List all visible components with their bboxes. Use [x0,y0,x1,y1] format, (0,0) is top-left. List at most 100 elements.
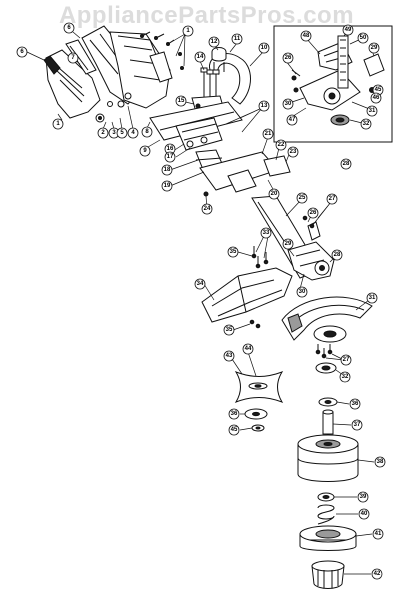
blade-guard [281,296,373,359]
svg-text:3: 3 [112,130,116,136]
svg-text:20: 20 [271,191,278,197]
svg-text:40: 40 [361,511,368,517]
svg-text:26: 26 [310,210,317,216]
svg-text:30: 30 [285,101,292,107]
svg-text:38: 38 [377,459,384,465]
svg-text:10: 10 [261,45,268,51]
washer-39 [317,492,335,502]
svg-text:45: 45 [375,87,382,93]
svg-text:42: 42 [374,571,381,577]
svg-text:1: 1 [186,28,190,34]
svg-text:30: 30 [299,289,306,295]
callout-27a: 27 [326,193,338,205]
svg-text:23: 23 [290,149,297,155]
cutting-blade [234,371,284,403]
callout-34: 34 [194,278,206,290]
callout-38: 38 [374,456,386,468]
svg-text:2: 2 [101,130,105,136]
svg-text:48: 48 [303,33,310,39]
callout-30b: 30 [282,98,294,110]
callout-6a: 6 [16,46,28,58]
svg-text:43: 43 [226,353,233,359]
callout-37: 37 [351,419,363,431]
svg-text:27: 27 [329,196,336,202]
svg-text:36: 36 [231,411,238,417]
callout-47: 47 [286,114,298,126]
svg-text:44: 44 [245,346,252,352]
svg-text:14: 14 [197,54,204,60]
callout-50: 50 [357,32,369,44]
callout-41: 41 [372,528,384,540]
svg-text:22: 22 [278,142,285,148]
callout-1a: 1 [52,118,64,130]
callout-20: 20 [268,188,280,200]
svg-text:36: 36 [352,401,359,407]
callout-16: 16 [164,143,176,155]
callout-7: 7 [67,52,79,64]
svg-text:28: 28 [334,252,341,258]
callout-22: 22 [275,139,287,151]
callout-12: 12 [208,36,220,48]
callout-25: 25 [296,192,308,204]
washer-32 [315,362,337,374]
svg-text:26: 26 [285,55,292,61]
callout-26a: 26 [307,207,319,219]
svg-text:18: 18 [164,167,171,173]
callout-36b: 36 [349,398,361,410]
callout-29a: 29 [282,238,294,250]
spindle-washer [318,397,338,435]
svg-text:32: 32 [342,374,349,380]
callout-9: 9 [139,145,151,157]
callout-21: 21 [262,128,274,140]
callout-17: 17 [164,151,176,163]
callout-32b: 32 [360,118,372,130]
callout-43: 43 [223,350,235,362]
callout-2: 2 [97,127,109,139]
callout-42: 42 [371,568,383,580]
svg-text:35: 35 [226,327,233,333]
callout-28a: 28 [331,249,343,261]
svg-text:7: 7 [71,55,75,61]
callout-35b: 35 [223,324,235,336]
callout-29b: 29 [368,42,380,54]
callout-27b: 27 [340,354,352,366]
svg-text:45: 45 [231,427,238,433]
svg-text:15: 15 [178,98,185,104]
gearhead-assembly [287,215,335,281]
svg-text:41: 41 [375,531,382,537]
blade-washers [244,408,268,432]
callout-23: 23 [287,146,299,158]
callout-19: 19 [161,180,173,192]
svg-text:46: 46 [373,95,380,101]
svg-text:19: 19 [164,183,171,189]
svg-text:31: 31 [369,295,376,301]
callout-14: 14 [194,51,206,63]
svg-text:16: 16 [167,146,174,152]
callout-32a: 32 [339,371,351,383]
svg-text:21: 21 [265,131,272,137]
callout-11: 11 [231,33,243,45]
callout-46: 46 [370,92,382,104]
svg-text:31: 31 [369,108,376,114]
svg-text:6: 6 [67,25,71,31]
svg-text:4: 4 [131,130,135,136]
svg-text:17: 17 [167,154,174,160]
watermark: AppliancePartsPros.com [58,2,355,29]
handle-assembly [43,25,173,123]
callout-10: 10 [258,42,270,54]
callout-44: 44 [242,343,254,355]
svg-text:8: 8 [145,129,149,135]
svg-text:12: 12 [211,39,218,45]
spool-41 [299,525,357,551]
svg-text:34: 34 [197,281,204,287]
callout-30a: 30 [296,286,308,298]
loop-handle [209,47,251,105]
trimmer-head-housing [297,434,359,482]
svg-text:49: 49 [345,27,352,33]
callout-36a: 36 [228,408,240,420]
callout-28b: 28 [340,158,352,170]
gearhead-inset [273,25,393,143]
svg-text:32: 32 [363,121,370,127]
